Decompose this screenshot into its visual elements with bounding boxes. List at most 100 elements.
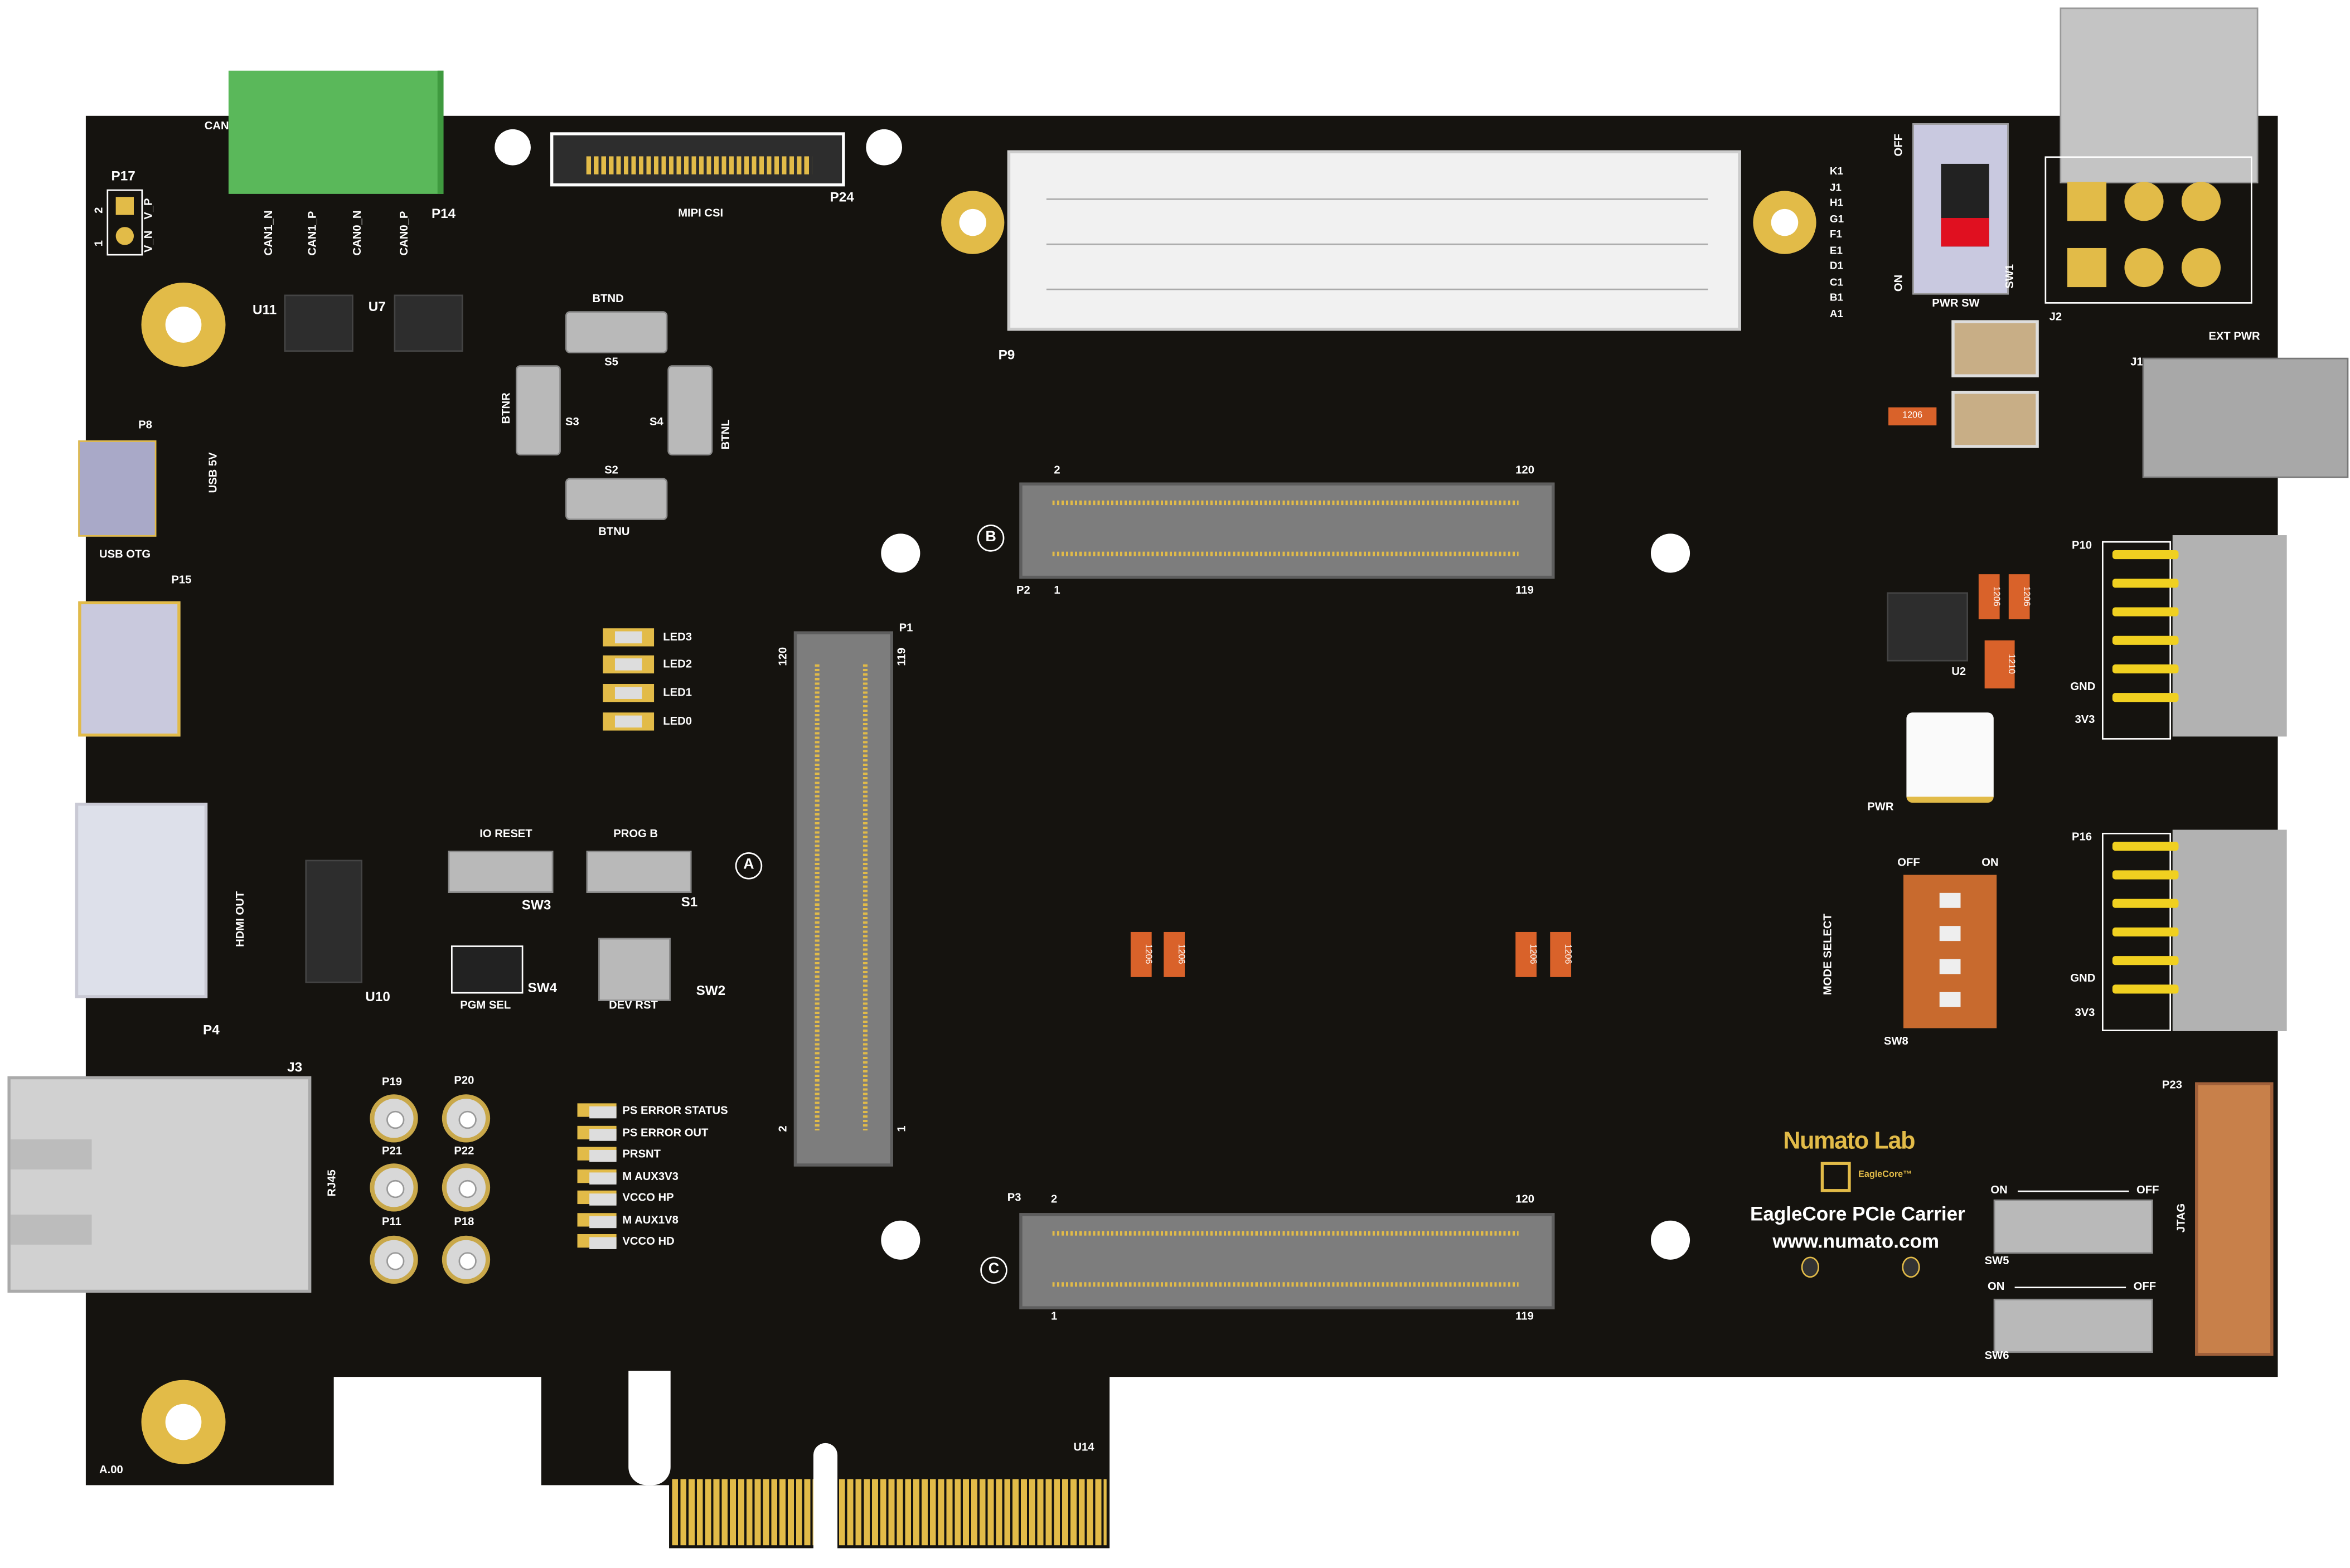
p24-label: P24 (830, 189, 854, 205)
pcie-key-notch (813, 1443, 838, 1551)
hdmi-out-label: HDMI OUT (232, 891, 247, 947)
btnl-button[interactable] (667, 365, 713, 456)
u14-label: U14 (1073, 1440, 1094, 1454)
led0 (603, 712, 655, 731)
fiducial (1801, 1256, 1820, 1278)
p16-pin (2112, 984, 2179, 994)
p16-pmod-connector[interactable] (2172, 829, 2287, 1031)
p8-label: P8 (138, 418, 152, 431)
hole (1650, 533, 1690, 573)
power-row-label: E1 (1829, 245, 1843, 256)
mounting-hole (141, 1380, 226, 1464)
sma-p21[interactable] (370, 1163, 418, 1212)
sw4-label: SW4 (527, 980, 558, 996)
dev-rst-button[interactable] (598, 938, 671, 1002)
p3-pin2: 2 (1050, 1192, 1058, 1206)
s5-label: S5 (604, 355, 618, 368)
usb-5v-label: USB 5V (206, 452, 220, 493)
btnr-button[interactable] (515, 365, 561, 456)
p3-connector (1019, 1213, 1555, 1309)
sw5-switch[interactable] (1993, 1199, 2153, 1254)
status-led-label: PS ERROR OUT (622, 1125, 709, 1139)
p17-header (106, 189, 143, 256)
pgm-sel-label: PGM SEL (460, 998, 511, 1012)
p3-label: P3 (1007, 1190, 1021, 1205)
btnd-button[interactable] (565, 311, 668, 353)
mipi-csi-label: MIPI CSI (678, 206, 724, 220)
p14-label: P14 (431, 206, 456, 221)
v-p-label: V_P (141, 198, 155, 220)
u7-chip (394, 294, 463, 352)
status-led-label: PRSNT (622, 1147, 661, 1161)
dc-barrel-jack[interactable] (2142, 357, 2349, 478)
led2 (603, 655, 655, 674)
pcie-edge-fingers (672, 1479, 823, 1546)
p2-label: P2 (1016, 583, 1030, 597)
sma-p18[interactable] (442, 1235, 491, 1284)
pwr-sw-label: PWR SW (1932, 296, 1980, 310)
power-row-label: K1 (1829, 167, 1844, 178)
btnu-button[interactable] (565, 478, 668, 521)
p3-pin120: 120 (1515, 1192, 1535, 1206)
sw8-dip-switch[interactable] (1903, 875, 1997, 1028)
sw6-switch[interactable] (1993, 1298, 2153, 1353)
led0-label: LED0 (663, 713, 692, 728)
resistor-1206: 1206 (1550, 931, 1572, 977)
s2-label: S2 (604, 463, 618, 477)
power-row-label: G1 (1829, 214, 1844, 225)
pwr-led-label: PWR (1867, 799, 1894, 813)
eaglecore-logo: EagleCore™ (1858, 1171, 1912, 1180)
pwr-sw-switch[interactable] (1912, 123, 2009, 295)
pcie-edge-fingers (839, 1479, 1107, 1546)
sw5-label: SW5 (1984, 1254, 2009, 1268)
usb-otg-label: USB OTG (99, 547, 151, 561)
sw8-off-label: OFF (1897, 855, 1920, 869)
p17-pin1: 1 (91, 240, 105, 247)
p23-label: P23 (2162, 1077, 2182, 1091)
capacitor (1951, 320, 2039, 377)
arrow-icon (2017, 1190, 2129, 1192)
prog-b-button[interactable] (586, 851, 692, 893)
revision-label: A.00 (99, 1462, 123, 1477)
jtag-connector[interactable] (2195, 1082, 2274, 1356)
p17-pin2: 2 (91, 207, 105, 213)
p10-pmod-connector[interactable] (2172, 535, 2287, 737)
sw6-off-label: OFF (2133, 1279, 2157, 1293)
pgm-sel-switch[interactable] (451, 945, 524, 994)
p2-pin1: 1 (1054, 583, 1060, 597)
hdmi-port[interactable] (75, 803, 208, 998)
sma-p19[interactable] (370, 1094, 418, 1143)
power-row-label: B1 (1829, 293, 1844, 304)
usb-c-port[interactable] (78, 601, 181, 737)
sma-p22[interactable] (442, 1163, 491, 1212)
arrow-icon (2014, 1287, 2126, 1289)
p17-label: P17 (111, 168, 135, 183)
p22-label: P22 (454, 1144, 474, 1158)
capacitor (1951, 391, 2039, 448)
sw2-label: SW2 (696, 983, 726, 998)
btnl-label: BTNL (719, 419, 733, 450)
sw6-on-label: ON (1988, 1279, 2005, 1293)
p3-pin1: 1 (1050, 1309, 1058, 1323)
resistor-1206: 1206 (1978, 574, 2000, 620)
sma-p20[interactable] (442, 1094, 491, 1143)
rj45-port[interactable] (7, 1076, 312, 1293)
sw5-off-label: OFF (2136, 1183, 2159, 1197)
p1-pin119: 119 (894, 647, 908, 666)
io-reset-button[interactable] (448, 851, 554, 893)
u10-chip (305, 860, 362, 983)
resistor-1206: 1206 (1515, 931, 1537, 977)
usb-otg-port[interactable] (78, 440, 157, 537)
p3-pin119: 119 (1515, 1309, 1534, 1323)
p11-label: P11 (381, 1214, 401, 1229)
sma-p11[interactable] (370, 1235, 418, 1284)
s3-label: S3 (565, 415, 579, 429)
io-reset-label: IO RESET (479, 827, 532, 841)
can1-n-label: CAN1_N (261, 210, 275, 256)
ext-pwr-label: EXT PWR (2208, 329, 2260, 343)
pcie-key-notch (628, 1371, 671, 1486)
marker-b: B (977, 525, 1005, 552)
inductor (1906, 712, 1994, 803)
hole (866, 129, 903, 166)
p21-label: P21 (381, 1144, 402, 1158)
